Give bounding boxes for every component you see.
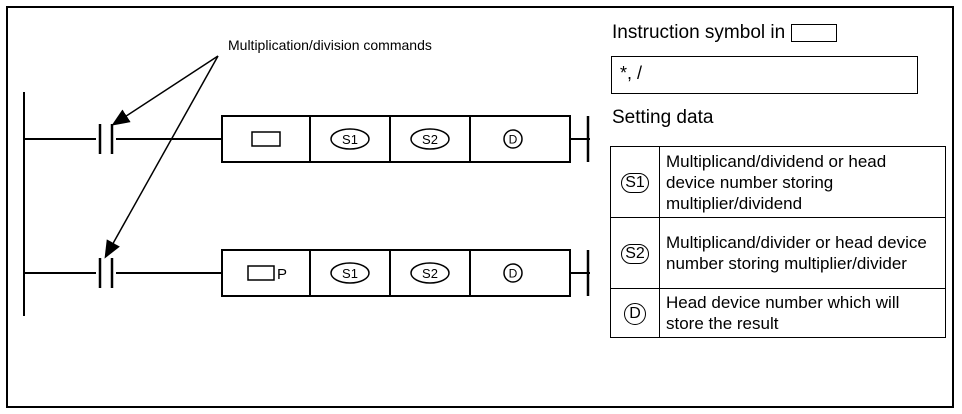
rung2-instruction-suffix: P <box>277 266 287 283</box>
operand-d-icon: D <box>624 302 646 325</box>
commands-label: Multiplication/division commands <box>228 37 432 53</box>
callout-arrow-2 <box>104 55 219 259</box>
setting-data-title: Setting data <box>612 107 714 128</box>
rung1-operand-d: D <box>509 133 518 147</box>
instruction-box-1 <box>221 115 571 163</box>
rung2-operand-s1: S1 <box>342 266 358 281</box>
diagram-frame <box>6 6 954 408</box>
setting-row-s2: S2 Multiplicand/divider or head device n… <box>610 217 946 289</box>
callout-arrow-1 <box>111 55 219 126</box>
instruction-placeholder-1 <box>251 131 281 147</box>
operand-s1-icon: S1 <box>621 173 649 193</box>
placeholder-box-icon <box>791 23 838 42</box>
operand-s2-icon: S2 <box>621 244 649 264</box>
setting-row-s1: S1 Multiplicand/dividend or head device … <box>610 146 946 218</box>
rung2-operand-d: D <box>509 267 518 281</box>
setting-desc-d: Head device number which will store the … <box>659 288 946 338</box>
instruction-symbol-title: Instruction symbol in <box>612 22 838 44</box>
instruction-symbol-title-text: Instruction symbol in <box>612 22 786 43</box>
instruction-placeholder-2 <box>247 265 275 281</box>
rung-2: P S1 S2 D <box>24 249 590 297</box>
setting-row-d: D Head device number which will store th… <box>610 288 946 338</box>
instruction-symbol-value: *, / <box>611 56 918 94</box>
setting-desc-s2: Multiplicand/divider or head device numb… <box>659 217 946 289</box>
rung2-operand-s2: S2 <box>422 266 438 281</box>
setting-desc-s1: Multiplicand/dividend or head device num… <box>659 146 946 218</box>
rung1-operand-s1: S1 <box>342 132 358 147</box>
ladder-diagram: S1 S2 D P S1 S2 D Multiplication/divisio… <box>23 37 590 316</box>
setting-data-table: S1 Multiplicand/dividend or head device … <box>610 146 946 338</box>
rung-1: S1 S2 D <box>24 115 590 163</box>
rung1-operand-s2: S2 <box>422 132 438 147</box>
